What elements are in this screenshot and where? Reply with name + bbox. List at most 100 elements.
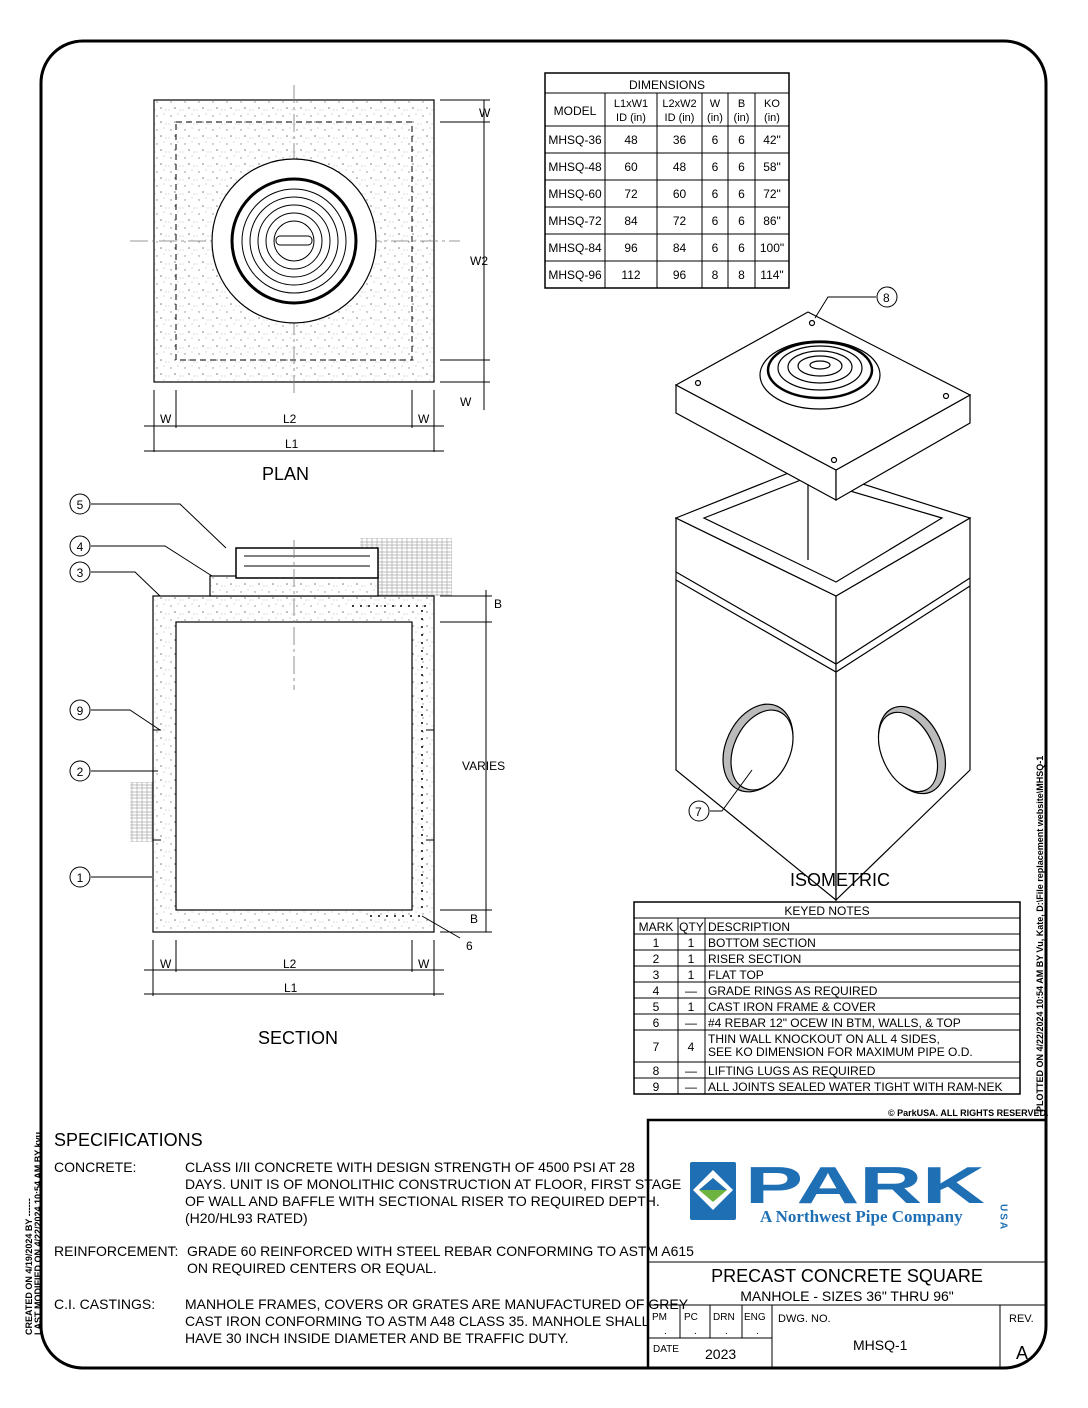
- callout-number: 4: [77, 540, 84, 554]
- note-mark: 1: [653, 936, 660, 950]
- dimensions-cell: 112: [621, 268, 640, 282]
- section-title: SECTION: [258, 1028, 338, 1048]
- svg-text:PARK: PARK: [745, 1157, 986, 1215]
- svg-text:W2: W2: [470, 254, 488, 268]
- dimensions-cell: 6: [738, 133, 745, 147]
- callout-number: 2: [77, 765, 84, 779]
- plan-title: PLAN: [262, 464, 309, 484]
- svg-text:.: .: [725, 1326, 728, 1337]
- callout-bubble: [69, 493, 91, 515]
- note-mark: 6: [653, 1016, 660, 1030]
- dimensions-cell: 6: [712, 187, 719, 201]
- svg-text:W: W: [160, 957, 172, 971]
- dimensions-cell: 6: [738, 187, 745, 201]
- plotted-note: PLOTTED ON 4/22/2024 10:54 AM BY Vu, Kat…: [1035, 756, 1045, 1112]
- dimensions-cell: 6: [712, 241, 719, 255]
- dimensions-cell: 42": [763, 133, 781, 147]
- svg-text:.: .: [694, 1326, 697, 1337]
- svg-text:W: W: [479, 106, 491, 120]
- spec-text: CLASS I/II CONCRETE WITH DESIGN STRENGTH…: [185, 1159, 635, 1175]
- dimensions-cell: 48: [673, 160, 687, 174]
- dimensions-cell: 72: [624, 187, 638, 201]
- dimensions-header-unit: ID (in): [616, 112, 646, 124]
- dimensions-cell: MHSQ-48: [548, 160, 602, 174]
- created-note: CREATED ON 4/19/2024 BY ------: [24, 1198, 34, 1335]
- dimensions-cell: 114": [760, 268, 783, 282]
- note-qty: —: [685, 1016, 697, 1030]
- dimensions-cell: MHSQ-36: [548, 133, 602, 147]
- dimensions-cell: 36: [673, 133, 687, 147]
- dimensions-cell: 96: [624, 241, 638, 255]
- dimensions-header: L1xW1: [614, 98, 648, 110]
- note-mark: 7: [653, 1040, 660, 1054]
- dimensions-cell: 96: [673, 268, 687, 282]
- revision: A: [1016, 1343, 1028, 1363]
- dimensions-cell: 72": [763, 187, 781, 201]
- keyed-notes-header: MARK: [639, 920, 674, 934]
- drawing-subtitle: MANHOLE - SIZES 36" THRU 96": [740, 1288, 954, 1304]
- specifications-title: SPECIFICATIONS: [54, 1130, 203, 1150]
- note-description: RISER SECTION: [708, 952, 801, 966]
- note-qty: —: [685, 984, 697, 998]
- modified-note: LAST MODIFIED ON 4/22/2024 10:54 AM BY k…: [33, 1132, 43, 1335]
- dimensions-cell: 58": [763, 160, 781, 174]
- dimensions-table-title: DIMENSIONS: [629, 78, 705, 92]
- note-mark: 5: [653, 1000, 660, 1014]
- title-block: PARK USA A Northwest Pipe Company PRECAS…: [646, 1118, 1046, 1368]
- dimensions-cell: MHSQ-84: [548, 241, 602, 255]
- note-description: CAST IRON FRAME & COVER: [708, 1000, 876, 1014]
- spec-text: OF WALL AND BAFFLE WITH SECTIONAL RISER …: [185, 1193, 660, 1209]
- park-usa-logo: PARK USA A Northwest Pipe Company: [690, 1157, 1009, 1231]
- spec-label: C.I. CASTINGS:: [54, 1296, 155, 1312]
- note-description: FLAT TOP: [708, 968, 764, 982]
- dimensions-cell: 86": [763, 214, 781, 228]
- specifications: SPECIFICATIONS CONCRETE:CLASS I/II CONCR…: [54, 1130, 694, 1346]
- svg-text:.: .: [756, 1326, 759, 1337]
- spec-text: DAYS. UNIT IS OF MONOLITHIC CONSTRUCTION…: [185, 1176, 681, 1192]
- keyed-notes-title: KEYED NOTES: [784, 904, 869, 918]
- callout-bubble: [69, 535, 91, 557]
- section-soil-left: [130, 782, 154, 842]
- note-mark: 3: [653, 968, 660, 982]
- note-description: BOTTOM SECTION: [708, 936, 816, 950]
- dimensions-header-unit: ID (in): [665, 112, 695, 124]
- dimensions-cell: 60: [673, 187, 687, 201]
- dimensions-header: KO: [764, 98, 780, 110]
- dimensions-header-unit: (in): [764, 112, 780, 124]
- dimensions-header: L2xW2: [662, 98, 696, 110]
- sheet-border: [39, 39, 1048, 1370]
- callout-number: 1: [77, 871, 84, 885]
- copyright: © ParkUSA. ALL RIGHTS RESERVED.: [888, 1108, 1049, 1118]
- spec-text: CAST IRON CONFORMING TO ASTM A48 CLASS 3…: [185, 1313, 650, 1329]
- spec-label: REINFORCEMENT:: [54, 1243, 178, 1259]
- dimensions-cell: 8: [712, 268, 719, 282]
- svg-text:W: W: [160, 412, 172, 426]
- isometric-title: ISOMETRIC: [790, 870, 890, 890]
- dimensions-cell: 6: [738, 241, 745, 255]
- keyed-notes-header: QTY: [679, 920, 704, 934]
- dimensions-cell: 72: [673, 214, 687, 228]
- svg-text:USA: USA: [998, 1204, 1009, 1231]
- callout-bubble: [69, 866, 91, 888]
- svg-text:B: B: [470, 912, 478, 926]
- svg-text:DRN: DRN: [713, 1312, 735, 1323]
- dimensions-cell: 8: [738, 268, 745, 282]
- svg-text:PM: PM: [652, 1312, 667, 1323]
- section-frame-cover: [235, 547, 379, 579]
- svg-text:ENG: ENG: [744, 1312, 766, 1323]
- plan-view: W W2 W W L2 W L1 PLAN: [130, 85, 491, 484]
- dimensions-cell: 6: [712, 160, 719, 174]
- callout-bubble: [69, 699, 91, 721]
- note-qty: 1: [688, 968, 695, 982]
- svg-text:L2: L2: [283, 957, 297, 971]
- note-mark: 4: [653, 984, 660, 998]
- iso-callouts: 8 7 ISOMETRIC: [688, 286, 898, 890]
- drawing-title: PRECAST CONCRETE SQUARE: [711, 1266, 983, 1286]
- svg-text:B: B: [494, 597, 502, 611]
- spec-text: ON REQUIRED CENTERS OR EQUAL.: [187, 1260, 437, 1276]
- dimensions-cell: 48: [624, 133, 638, 147]
- svg-text:PC: PC: [684, 1312, 698, 1323]
- note-description: ALL JOINTS SEALED WATER TIGHT WITH RAM-N…: [708, 1080, 1002, 1094]
- note-mark: 9: [653, 1080, 660, 1094]
